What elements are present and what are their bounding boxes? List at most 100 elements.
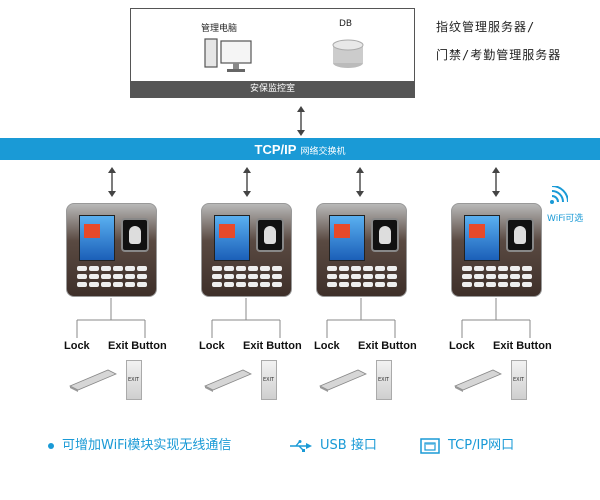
keypad-key — [474, 266, 484, 271]
keypad-key — [248, 266, 258, 271]
bus-subtitle: 网络交换机 — [300, 147, 346, 157]
ethernet-port-icon — [420, 437, 440, 454]
keypad-key — [474, 282, 484, 287]
keypad-key — [498, 274, 508, 279]
attendance-terminal — [66, 203, 157, 297]
legend-tcpip-text: TCP/IP网口 — [448, 438, 515, 453]
keypad-key — [260, 282, 270, 287]
exit-button-label: Exit Button — [493, 340, 552, 352]
keypad-key — [339, 282, 349, 287]
keypad-key — [363, 266, 373, 271]
keypad-key — [387, 266, 397, 271]
magnetic-lock-icon — [69, 369, 117, 392]
keypad-key — [89, 266, 99, 271]
terminal-screen — [79, 215, 115, 261]
server-bus-arrow — [297, 106, 305, 136]
bullet-dot-icon — [48, 442, 54, 449]
terminal-keypad — [212, 266, 282, 290]
legend-tcpip: TCP/IP网口 — [420, 434, 514, 454]
keypad-key — [462, 266, 472, 271]
keypad-key — [375, 266, 385, 271]
keypad-key — [498, 282, 508, 287]
exit-plate-text: EXIT — [378, 377, 390, 383]
terminal-arrow-4 — [492, 167, 500, 197]
wiring-lines — [76, 298, 146, 338]
keypad-key — [510, 266, 520, 271]
exit-plate-text: EXIT — [513, 377, 525, 383]
keypad-key — [272, 274, 282, 279]
keypad-key — [387, 274, 397, 279]
wiring-lines — [326, 298, 396, 338]
server-description-line2: 门禁/考勤管理服务器 — [436, 48, 562, 62]
keypad-key — [363, 282, 373, 287]
terminal-arrow-1 — [108, 167, 116, 197]
fingerprint-sensor-icon — [371, 218, 399, 252]
keypad-key — [224, 274, 234, 279]
database-icon — [332, 39, 364, 68]
keypad-key — [113, 282, 123, 287]
keypad-key — [224, 266, 234, 271]
keypad-key — [339, 266, 349, 271]
keypad-key — [260, 274, 270, 279]
keypad-key — [101, 282, 111, 287]
wiring-lines — [211, 298, 281, 338]
exit-plate-text: EXIT — [128, 377, 140, 383]
keypad-key — [363, 274, 373, 279]
keypad-key — [351, 266, 361, 271]
keypad-key — [113, 274, 123, 279]
exit-button-label: Exit Button — [358, 340, 417, 352]
keypad-key — [236, 274, 246, 279]
keypad-key — [486, 266, 496, 271]
exit-button-label: Exit Button — [243, 340, 302, 352]
keypad-key — [510, 282, 520, 287]
keypad-key — [212, 274, 222, 279]
keypad-key — [89, 274, 99, 279]
keypad-key — [474, 274, 484, 279]
keypad-key — [272, 282, 282, 287]
keypad-key — [351, 282, 361, 287]
keypad-key — [101, 266, 111, 271]
exit-button-icon: EXIT — [376, 360, 392, 400]
keypad-key — [212, 282, 222, 287]
keypad-key — [522, 282, 532, 287]
fingerprint-sensor-icon — [121, 218, 149, 252]
attendance-terminal — [316, 203, 407, 297]
pc-label: 管理电脑 — [201, 24, 238, 34]
keypad-key — [77, 274, 87, 279]
lock-label: Lock — [314, 340, 340, 352]
keypad-key — [339, 274, 349, 279]
keypad-key — [236, 266, 246, 271]
keypad-key — [272, 266, 282, 271]
keypad-key — [248, 282, 258, 287]
legend-usb-text: USB 接口 — [320, 438, 377, 453]
keypad-key — [77, 266, 87, 271]
fingerprint-sensor-icon — [256, 218, 284, 252]
usb-icon — [290, 439, 312, 452]
fingerprint-sensor-icon — [506, 218, 534, 252]
keypad-key — [236, 282, 246, 287]
security-room-label: 安保监控室 — [131, 81, 414, 97]
terminal-screen — [464, 215, 500, 261]
keypad-key — [327, 266, 337, 271]
keypad-key — [125, 282, 135, 287]
keypad-key — [212, 266, 222, 271]
terminal-arrow-3 — [356, 167, 364, 197]
keypad-key — [486, 274, 496, 279]
keypad-key — [137, 266, 147, 271]
keypad-key — [224, 282, 234, 287]
attendance-terminal — [201, 203, 292, 297]
keypad-key — [125, 274, 135, 279]
keypad-key — [387, 282, 397, 287]
keypad-key — [327, 274, 337, 279]
keypad-key — [260, 266, 270, 271]
wifi-optional-label: WiFi可选 — [547, 214, 584, 224]
keypad-key — [351, 274, 361, 279]
keypad-key — [462, 282, 472, 287]
keypad-key — [89, 282, 99, 287]
exit-button-icon: EXIT — [511, 360, 527, 400]
keypad-key — [486, 282, 496, 287]
terminal-keypad — [327, 266, 397, 290]
lock-label: Lock — [449, 340, 475, 352]
keypad-key — [101, 274, 111, 279]
terminal-keypad — [462, 266, 532, 290]
